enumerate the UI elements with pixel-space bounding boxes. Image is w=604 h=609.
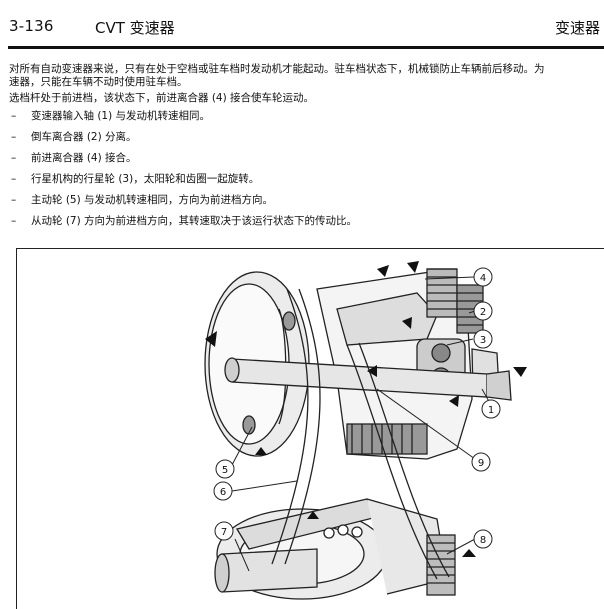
cvt-illustration: 4 2 3 1 9 5 6 7 8: [204, 261, 527, 600]
callout-label-1: 1: [488, 405, 494, 416]
callout-5: [215, 459, 235, 479]
arrow-icon: [462, 549, 476, 557]
arrow-icon: [449, 395, 459, 407]
page-header: 3-136 CVT 变速器 变速器: [0, 0, 604, 49]
callout-label-9: 9: [478, 458, 484, 469]
callouts: [213, 267, 501, 549]
list-dash: –: [11, 173, 17, 185]
callout-9: [471, 452, 491, 472]
callout-labels: 4 2 3 1 9 5 6 7 8: [220, 273, 494, 546]
callout-6: [213, 481, 233, 501]
list-item: – 从动轮 (7) 方向为前进档方向，其转速取决于该运行状态下的传动比。: [9, 215, 604, 236]
list-item-text: 倒车离合器 (2) 分离。: [31, 131, 137, 143]
intro-paragraph: 对所有自动变速器来说，只有在处于空档或驻车档时发动机才能起动。驻车档状态下，机械…: [9, 63, 604, 89]
rotation-arrows: [205, 261, 527, 557]
list-item: – 前进离合器 (4) 接合。: [9, 152, 604, 173]
arrow-icon: [402, 317, 412, 329]
state-list: – 变速器输入轴 (1) 与发动机转速相同。 – 倒车离合器 (2) 分离。 – 前进…: [9, 110, 604, 236]
lead-paragraph: 选档杆处于前进档，该状态下，前进离合器 (4) 接合使车轮运动。: [9, 92, 315, 104]
list-item-text: 从动轮 (7) 方向为前进档方向，其转速取决于该运行状态下的传动比。: [31, 215, 358, 227]
output-shaft: [214, 534, 456, 596]
callout-4: [473, 267, 493, 287]
intro-line-1: 对所有自动变速器来说，只有在处于空档或驻车档时发动机才能起动。驻车档状态下，机械…: [9, 63, 545, 75]
body-text: 对所有自动变速器来说，只有在处于空档或驻车档时发动机才能起动。驻车档状态下，机械…: [9, 63, 604, 236]
callout-label-4: 4: [480, 273, 486, 284]
callout-3: [473, 329, 493, 349]
list-item-text: 变速器输入轴 (1) 与发动机转速相同。: [31, 110, 211, 122]
callout-label-2: 2: [480, 307, 486, 318]
arrow-icon: [377, 265, 389, 277]
arrow-icon: [407, 261, 419, 273]
callout-1: [481, 399, 501, 419]
callout-2: [473, 301, 493, 321]
list-dash: –: [11, 194, 17, 206]
arrow-icon: [307, 511, 319, 519]
list-dash: –: [11, 110, 17, 122]
callout-label-8: 8: [480, 535, 486, 546]
page-number: 3-136: [9, 17, 54, 35]
list-item: – 变速器输入轴 (1) 与发动机转速相同。: [9, 110, 604, 131]
list-dash: –: [11, 215, 17, 227]
callout-label-7: 7: [221, 527, 227, 538]
section-title: 变速器: [554, 19, 600, 37]
arrow-icon: [367, 365, 377, 377]
callout-label-3: 3: [480, 335, 486, 346]
list-item-text: 主动轮 (5) 与发动机转速相同，方向为前进档方向。: [31, 194, 274, 206]
arrow-icon: [255, 447, 267, 455]
list-dash: –: [11, 152, 17, 164]
cvt-illustration-frame: 4 2 3 1 9 5 6 7 8: [16, 248, 604, 609]
gear-housing: [316, 268, 500, 460]
callout-label-6: 6: [220, 487, 226, 498]
intro-line-2: 速器，只能在车辆不动时使用驻车档。: [9, 76, 188, 88]
list-item-text: 行星机构的行星轮 (3)，太阳轮和齿圈一起旋转。: [31, 173, 260, 185]
list-item-text: 前进离合器 (4) 接合。: [31, 152, 137, 164]
callout-8: [473, 529, 493, 549]
callout-label-5: 5: [222, 465, 228, 476]
list-item: – 行星机构的行星轮 (3)，太阳轮和齿圈一起旋转。: [9, 173, 604, 194]
callout-7: [214, 521, 234, 541]
list-item: – 主动轮 (5) 与发动机转速相同，方向为前进档方向。: [9, 194, 604, 215]
leader-lines: [231, 276, 492, 572]
chapter-title: CVT 变速器: [95, 19, 175, 37]
list-item: – 倒车离合器 (2) 分离。: [9, 131, 604, 152]
list-dash: –: [11, 131, 17, 143]
header-rule: [8, 46, 604, 49]
arrow-icon: [205, 331, 217, 347]
arrow-icon: [513, 367, 527, 377]
